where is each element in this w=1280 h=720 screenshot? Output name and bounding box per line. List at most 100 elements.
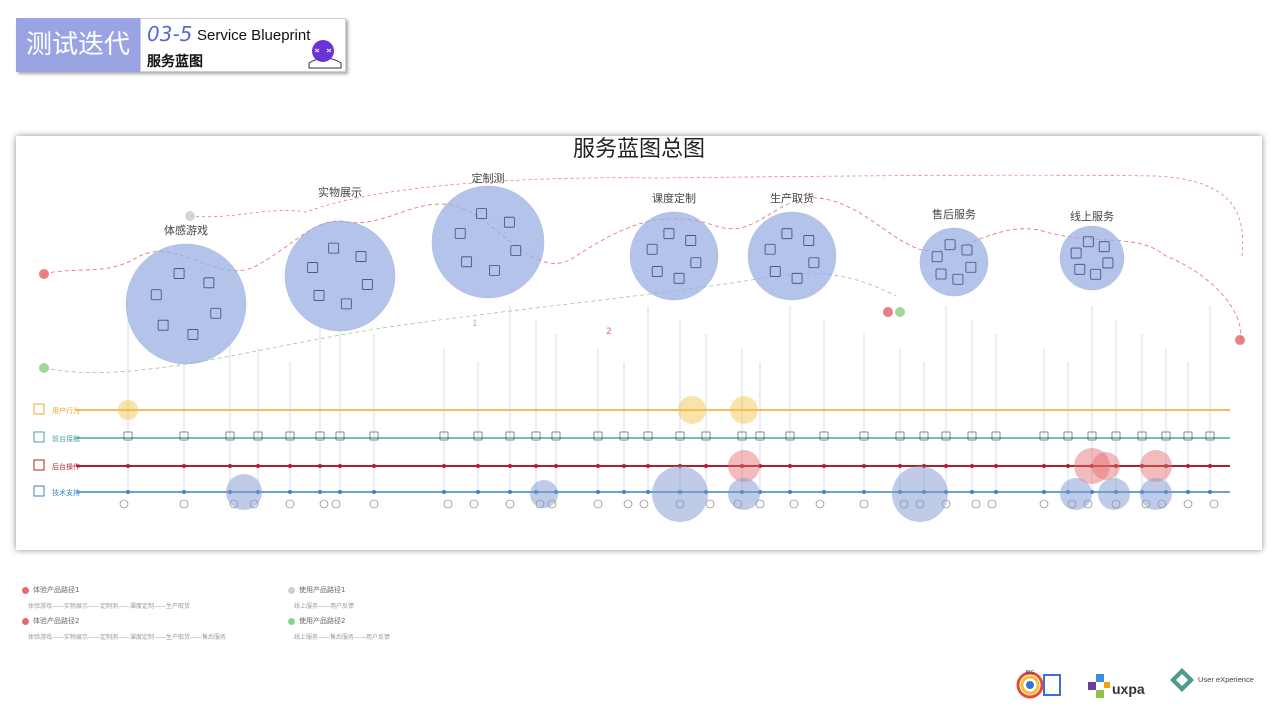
backstage-dot xyxy=(970,464,974,468)
swimlane-icon xyxy=(33,485,45,497)
support-icon xyxy=(369,499,379,509)
support-icon xyxy=(331,499,341,509)
big-logo-text: BIG xyxy=(1026,670,1035,676)
legend-path-1: 体验产品路径1 体验游戏——实物展示——定制测——课度定制——生产取货 xyxy=(22,585,190,610)
support-blob xyxy=(728,478,760,510)
stage-label: 课度定制 xyxy=(652,191,696,205)
support-dot xyxy=(126,490,130,494)
frontstage-icon xyxy=(1161,431,1171,441)
support-icon xyxy=(859,499,869,509)
swimlane-label: 用户行为 xyxy=(52,406,80,415)
backstage-dot xyxy=(1090,464,1094,468)
support-icon xyxy=(593,499,603,509)
frontstage-icon xyxy=(285,431,295,441)
touchpoint-icon xyxy=(503,216,515,228)
frontstage-icon xyxy=(505,431,515,441)
uxpa-logo-text: uxpa xyxy=(1112,681,1145,697)
support-dot xyxy=(318,490,322,494)
support-dot xyxy=(622,490,626,494)
touchpoint-icon xyxy=(690,257,702,269)
backstage-dot xyxy=(288,464,292,468)
touchpoint-icon xyxy=(769,266,781,277)
touchpoint-icon xyxy=(461,256,473,268)
highlight-blob xyxy=(730,396,758,424)
highlight-blob xyxy=(1140,450,1172,482)
support-blob xyxy=(1060,478,1092,510)
frontstage-icon xyxy=(1205,431,1215,441)
backstage-dot xyxy=(622,464,626,468)
section-label: 测试迭代 xyxy=(16,18,140,72)
backstage-dot xyxy=(508,464,512,468)
support-blob xyxy=(530,480,558,508)
backstage-dot xyxy=(318,464,322,468)
backstage-dot xyxy=(898,464,902,468)
backstage-dot xyxy=(994,464,998,468)
uxpa-logo: uxpa xyxy=(1088,674,1145,698)
backstage-dot xyxy=(534,464,538,468)
touchpoint-icon xyxy=(187,329,199,340)
path-endpoint-dot xyxy=(185,211,195,221)
legend-path-4: 使用产品路径2 线上服务——售后服务——用户反馈 xyxy=(288,616,390,641)
stage-bubble xyxy=(747,211,837,301)
touchpoint-icon xyxy=(454,227,466,239)
frontstage-icon xyxy=(439,431,449,441)
support-icon xyxy=(285,499,295,509)
frontstage-icon xyxy=(701,431,711,441)
backstage-dot xyxy=(554,464,558,468)
frontstage-icon xyxy=(593,431,603,441)
frontstage-icon xyxy=(225,431,235,441)
legend-path-2: 体验产品路径2 体验游戏——实物展示——定制测——课度定制——生产取货——售后服… xyxy=(22,616,226,641)
legend-title: 使用产品路径1 xyxy=(299,586,346,594)
stage-bubble xyxy=(125,243,247,365)
touchpoint-icon xyxy=(791,272,803,284)
support-blob xyxy=(892,466,948,522)
touchpoint-icon xyxy=(210,307,222,319)
path-endpoint-dot xyxy=(1235,335,1245,345)
backstage-dot xyxy=(862,464,866,468)
support-icon xyxy=(639,499,649,509)
frontstage-icon xyxy=(619,431,629,441)
legend-title: 体验产品路径1 xyxy=(33,586,80,594)
backstage-dot xyxy=(476,464,480,468)
ux-logo: User eXperience xyxy=(1170,668,1254,692)
touchpoint-icon xyxy=(651,266,663,277)
touchpoint-icon xyxy=(1070,247,1082,259)
touchpoint-icon xyxy=(944,239,956,251)
legend-text: 体验游戏——实物展示——定制测——课度定制——生产取货——售后服务 xyxy=(28,634,227,641)
support-icon xyxy=(505,499,515,509)
support-dot xyxy=(862,490,866,494)
support-dot xyxy=(372,490,376,494)
touchpoint-icon xyxy=(313,290,325,301)
touchpoint-icon xyxy=(173,268,185,279)
stage-label: 售后服务 xyxy=(932,207,976,221)
legend-path-3: 使用产品路径1 线上服务——用户反馈 xyxy=(288,585,354,610)
frontstage-icon xyxy=(1039,431,1049,441)
touchpoint-icon xyxy=(646,243,658,255)
highlight-blob xyxy=(728,450,760,482)
frontstage-icon xyxy=(967,431,977,441)
backstage-dot xyxy=(1066,464,1070,468)
touchpoint-icon xyxy=(361,279,373,290)
frontstage-icon xyxy=(675,431,685,441)
support-dot xyxy=(338,490,342,494)
touchpoint-icon xyxy=(1082,236,1094,248)
frontstage-icon xyxy=(1111,431,1121,441)
touchpoint-icon xyxy=(965,261,977,273)
touchpoint-icon xyxy=(1098,241,1110,253)
path-endpoint-dot xyxy=(39,269,49,279)
frontstage-icon xyxy=(531,431,541,441)
backstage-dot xyxy=(1140,464,1144,468)
backstage-dot xyxy=(1186,464,1190,468)
backstage-dot xyxy=(126,464,130,468)
support-dot xyxy=(182,490,186,494)
header: 测试迭代 03-5 Service Blueprint 服务蓝图 xyxy=(16,18,346,72)
frontstage-icon xyxy=(755,431,765,441)
backstage-dot xyxy=(596,464,600,468)
legend-dot xyxy=(288,586,295,594)
backstage-dot xyxy=(1042,464,1046,468)
touchpoint-icon xyxy=(510,245,522,257)
backstage-dot xyxy=(182,464,186,468)
support-icon xyxy=(469,499,479,509)
support-dot xyxy=(788,490,792,494)
swimlane-icon xyxy=(33,403,45,415)
